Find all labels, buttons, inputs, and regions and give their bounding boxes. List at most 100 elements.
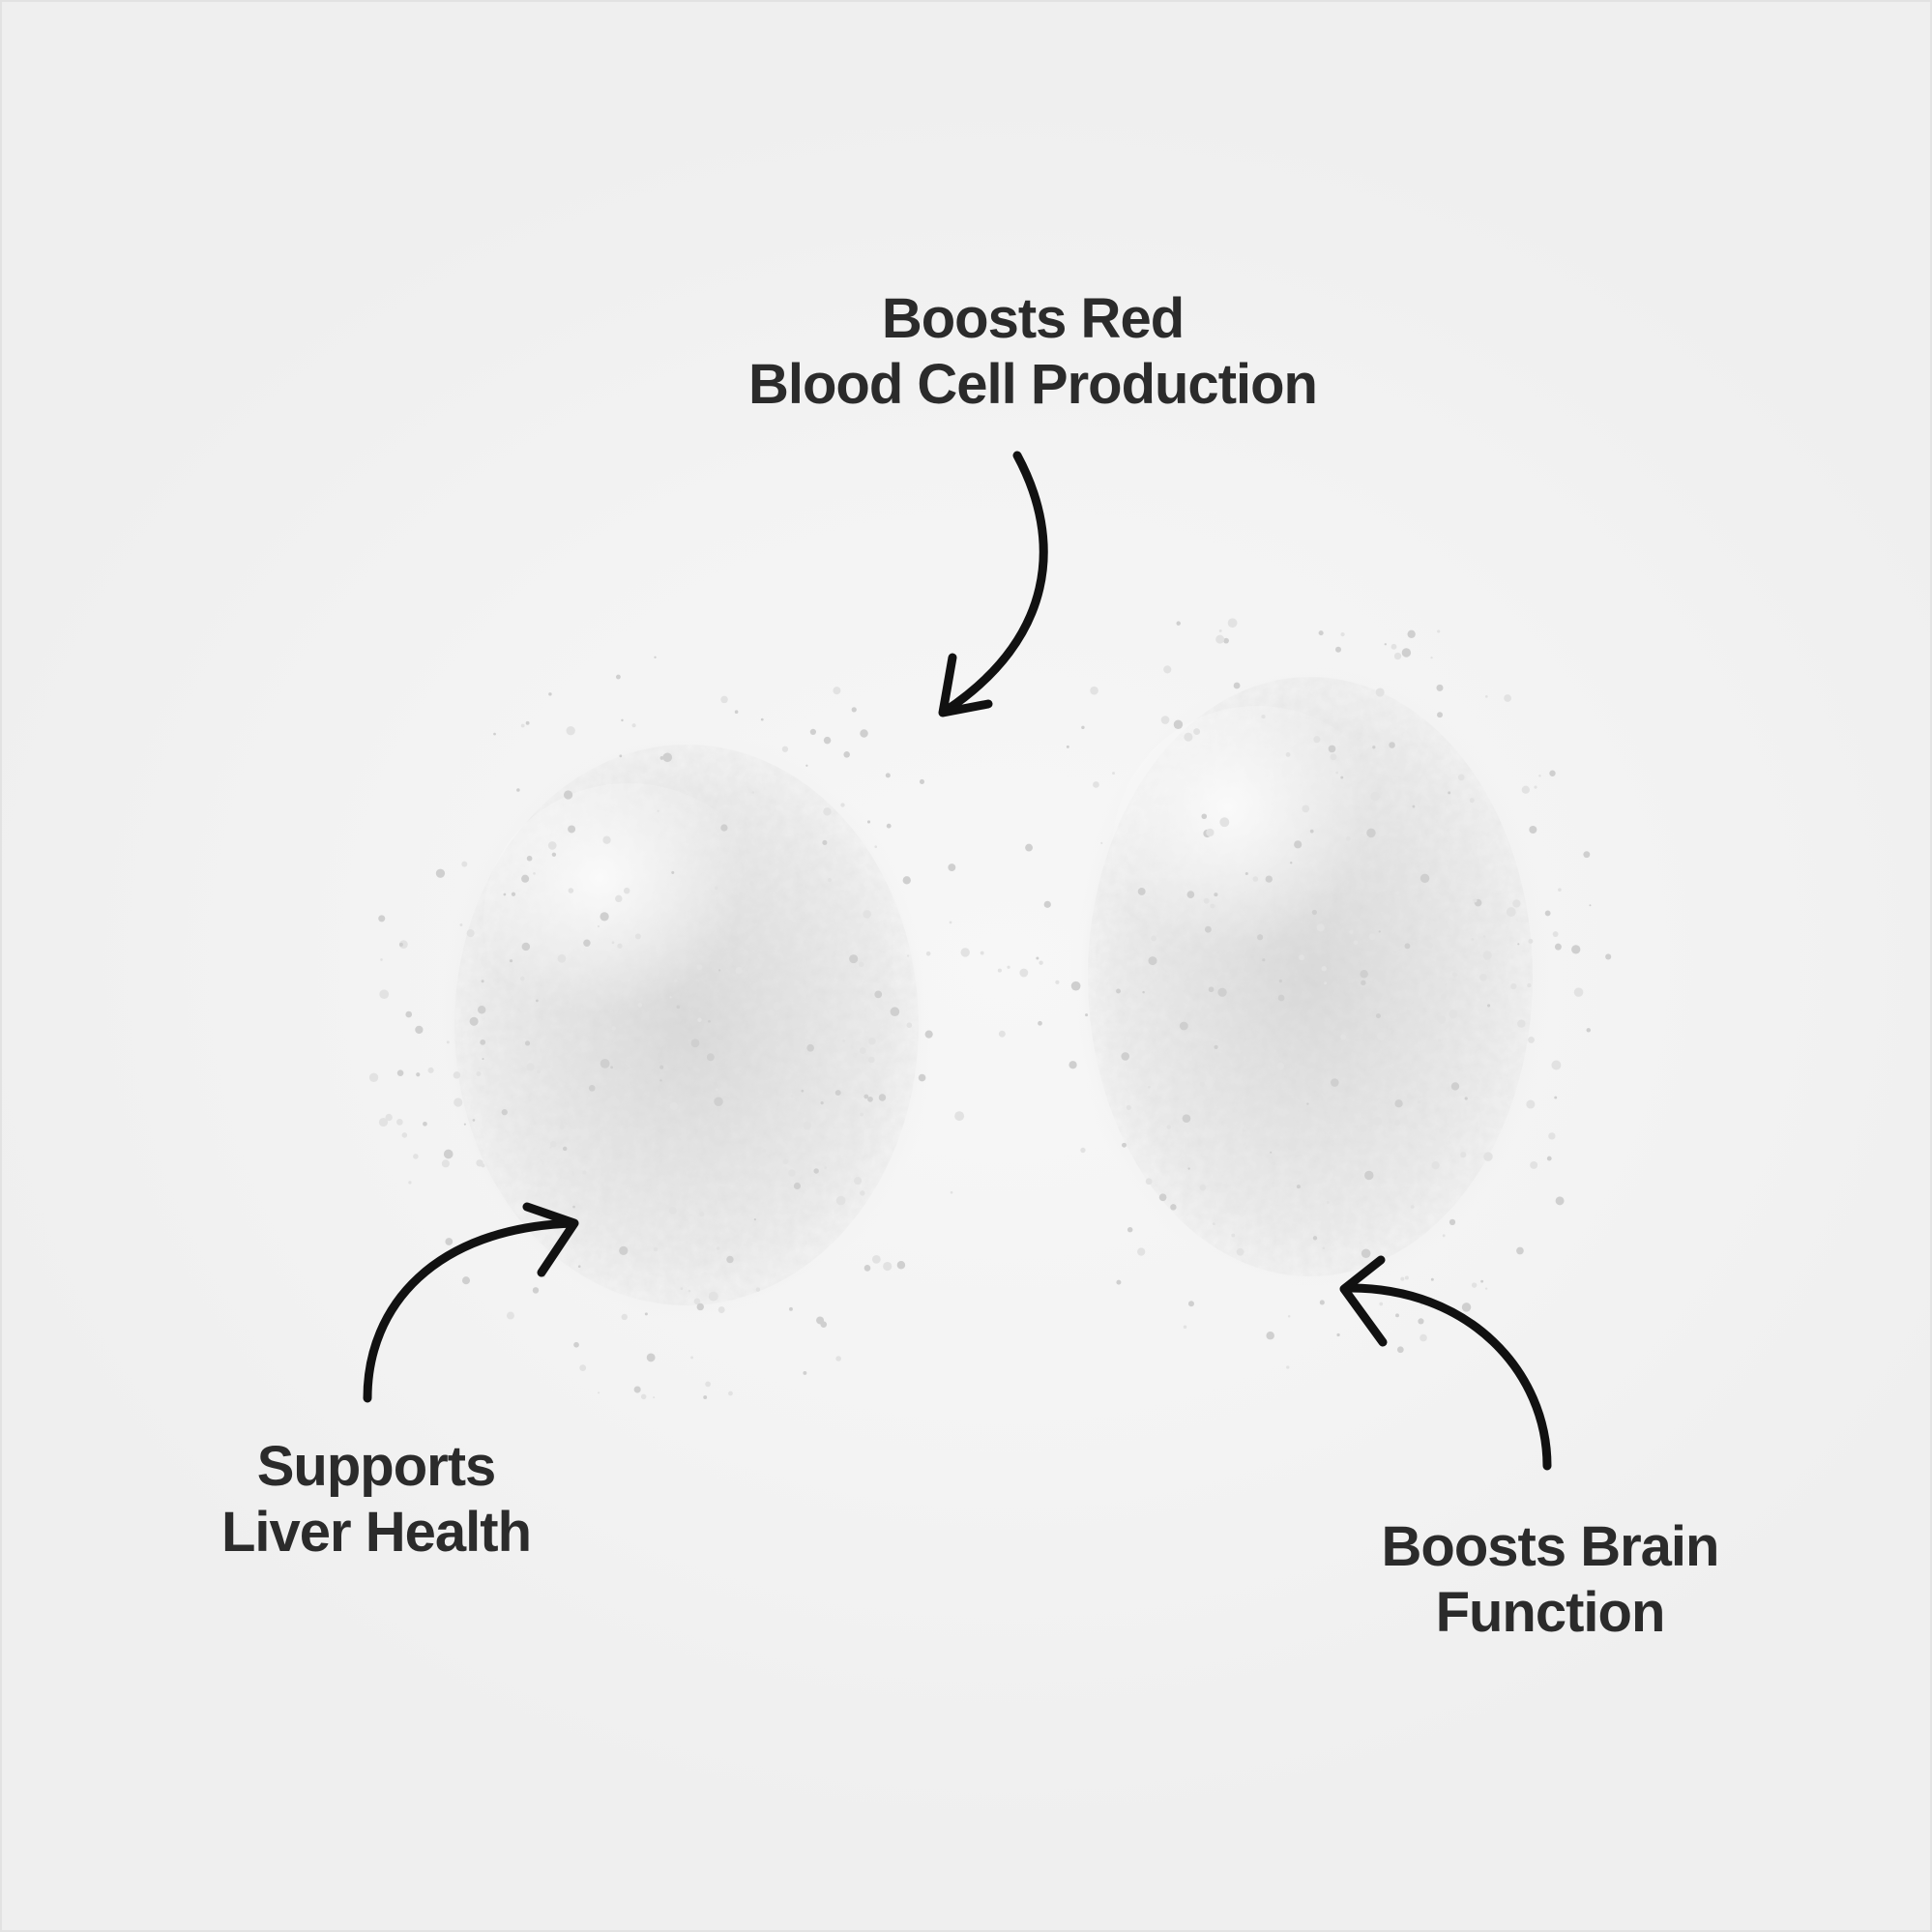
powder-speck xyxy=(1160,716,1170,724)
powder-speck xyxy=(803,1121,812,1130)
powder-speck xyxy=(948,864,956,872)
powder-speck xyxy=(1552,931,1559,937)
powder-speck xyxy=(1361,980,1366,986)
powder-speck xyxy=(1512,899,1521,908)
powder-speck xyxy=(1506,907,1516,918)
powder-speck xyxy=(842,1039,846,1043)
powder-speck xyxy=(1158,1193,1167,1202)
powder-speck xyxy=(1163,665,1172,674)
powder-speck xyxy=(1081,725,1085,730)
powder-speck xyxy=(854,1177,863,1186)
powder-speck xyxy=(1116,988,1121,994)
powder-speck xyxy=(1187,1167,1190,1170)
powder-speck xyxy=(1204,925,1212,933)
powder-speck xyxy=(1289,862,1293,864)
powder-speck xyxy=(1043,900,1051,908)
powder-speck xyxy=(378,915,386,922)
powder-speck xyxy=(1142,990,1145,994)
powder-speck xyxy=(816,1316,825,1325)
powder-speck xyxy=(1186,891,1195,898)
powder-speck xyxy=(1551,1060,1562,1070)
label-left-line1: Supports xyxy=(256,1435,497,1498)
powder-speck xyxy=(634,933,641,940)
powder-speck xyxy=(533,871,536,875)
powder-speck xyxy=(1517,943,1520,946)
powder-speck xyxy=(549,1140,557,1148)
powder-speck xyxy=(860,1112,864,1117)
powder-speck xyxy=(611,1026,616,1031)
powder-speck xyxy=(1276,1062,1285,1070)
powder-speck xyxy=(1483,1152,1493,1161)
powder-speck xyxy=(380,958,383,961)
powder-speck xyxy=(1335,646,1342,653)
powder-speck xyxy=(441,1159,450,1168)
powder-speck xyxy=(1121,1052,1130,1061)
powder-speck xyxy=(1326,1200,1330,1205)
powder-speck xyxy=(918,1073,926,1082)
powder-speck xyxy=(1479,973,1487,981)
powder-speck xyxy=(1066,745,1069,748)
powder-speck xyxy=(1176,621,1181,626)
powder-speck xyxy=(1401,648,1412,658)
powder-speck xyxy=(1359,1124,1368,1133)
powder-speck xyxy=(557,953,567,963)
powder-speck xyxy=(547,841,557,850)
powder-speck xyxy=(906,954,910,957)
powder-speck xyxy=(454,1098,463,1107)
powder-speck xyxy=(401,1132,408,1138)
powder-speck xyxy=(481,980,484,983)
powder-speck xyxy=(1208,986,1215,993)
powder-speck xyxy=(619,1245,629,1255)
powder-speck xyxy=(1451,972,1458,978)
powder-speck xyxy=(619,754,623,758)
arrow-right-icon xyxy=(1339,1255,1552,1471)
powder-speck xyxy=(1265,875,1273,883)
powder-speck xyxy=(1487,1004,1491,1008)
powder-speck xyxy=(871,1254,881,1264)
powder-speck xyxy=(1412,805,1416,808)
powder-speck xyxy=(1482,951,1492,960)
powder-speck xyxy=(867,1096,873,1102)
powder-speck xyxy=(1036,956,1039,960)
powder-speck xyxy=(1406,1094,1412,1098)
powder-speck xyxy=(602,835,611,844)
powder-speck xyxy=(706,1053,715,1062)
powder-speck xyxy=(562,1146,568,1152)
powder-speck xyxy=(1227,618,1238,629)
powder-speck xyxy=(1457,774,1465,781)
powder-speck xyxy=(551,852,557,857)
powder-speck xyxy=(583,939,591,947)
powder-speck xyxy=(788,1169,796,1177)
powder-speck xyxy=(751,791,755,794)
powder-speck xyxy=(851,707,857,713)
powder-speck xyxy=(582,1170,587,1175)
powder-speck xyxy=(1217,987,1227,997)
powder-speck xyxy=(1151,935,1157,942)
powder-speck xyxy=(415,1025,424,1035)
powder-speck xyxy=(1199,1184,1207,1191)
powder-speck xyxy=(1173,719,1184,729)
powder-speck xyxy=(1349,929,1354,934)
powder-speck xyxy=(566,726,575,736)
powder-speck xyxy=(867,1056,875,1064)
powder-speck xyxy=(705,1381,711,1388)
powder-speck xyxy=(1366,828,1376,838)
powder-speck xyxy=(1262,958,1266,962)
powder-speck xyxy=(623,887,630,894)
powder-speck xyxy=(1137,888,1146,895)
powder-speck xyxy=(659,1079,662,1082)
powder-speck xyxy=(1442,1234,1446,1238)
powder-speck xyxy=(860,1190,865,1196)
powder-speck xyxy=(1548,1132,1556,1140)
powder-speck xyxy=(1538,775,1541,777)
powder-speck xyxy=(1404,1275,1409,1280)
powder-speck xyxy=(613,1100,620,1107)
powder-speck xyxy=(1375,688,1385,697)
powder-speck xyxy=(954,1111,965,1122)
powder-speck xyxy=(1360,970,1368,979)
powder-speck xyxy=(1039,960,1043,965)
powder-speck xyxy=(482,1058,484,1061)
powder-speck xyxy=(427,1067,434,1073)
